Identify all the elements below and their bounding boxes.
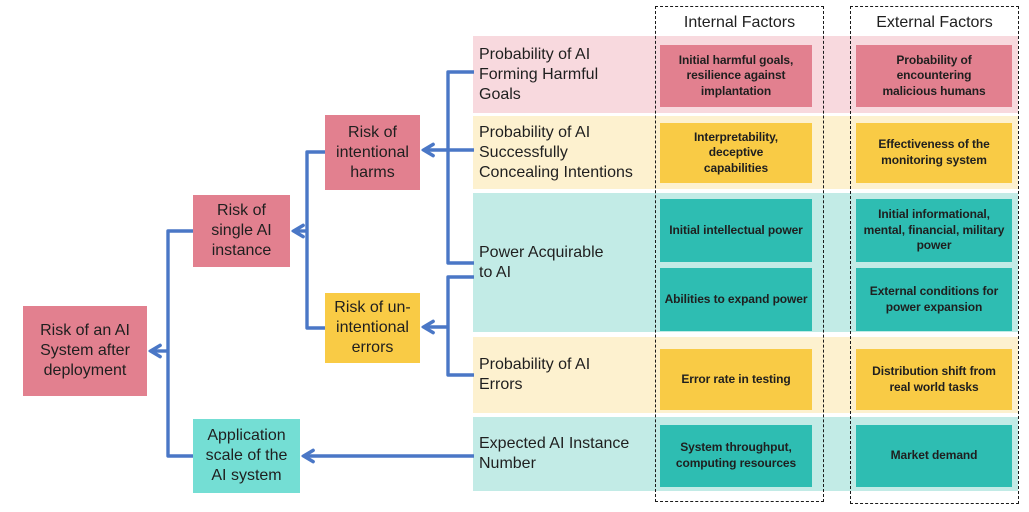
external-factor-text: External conditions for power expansion xyxy=(869,283,999,314)
external-factor-malicious-humans: Probability of encountering malicious hu… xyxy=(856,45,1012,107)
internal-factor-initial-intellectual-power: Initial intellectual power xyxy=(660,199,812,262)
row-label-ai-errors: Probability of AI Errors xyxy=(479,356,591,393)
external-factor-text: Initial informational, mental, financial… xyxy=(863,207,1005,253)
internal-factor-text: Error rate in testing xyxy=(681,371,791,386)
external-factor-power-expansion-conditions: External conditions for power expansion xyxy=(856,268,1012,331)
connector-bracket-unintentional-sources xyxy=(446,275,474,377)
single-instance-risk-label: Risk of single AI instance xyxy=(211,202,272,259)
external-factor-monitoring-system: Effectiveness of the monitoring system xyxy=(856,123,1012,183)
connector-bracket-single-instance-sources xyxy=(305,150,325,330)
internal-factor-interpretability: Interpretability, deceptive capabilities xyxy=(660,123,812,183)
row-label-instance-number: Expected AI Instance Number xyxy=(479,435,630,472)
external-factor-text: Effectiveness of the monitoring system xyxy=(878,137,990,167)
internal-factor-error-rate: Error rate in testing xyxy=(660,349,812,410)
internal-factor-text: System throughput, computing resources xyxy=(675,440,797,470)
internal-factor-text: Initial intellectual power xyxy=(669,222,803,237)
external-factor-text: Probability of encountering malicious hu… xyxy=(882,52,986,98)
external-factor-market-demand: Market demand xyxy=(856,425,1012,487)
internal-factor-system-throughput: System throughput, computing resources xyxy=(660,425,812,487)
unintentional-errors-label: Risk of un-intentional errors xyxy=(334,299,411,356)
internal-factor-initial-harmful-goals: Initial harmful goals, resilience agains… xyxy=(660,45,812,107)
external-factor-distribution-shift: Distribution shift from real world tasks xyxy=(856,349,1012,410)
unintentional-errors-node: Risk of un-intentional errors xyxy=(325,293,420,363)
internal-factors-header: Internal Factors xyxy=(683,14,796,31)
application-scale-node: Application scale of the AI system xyxy=(193,419,300,493)
row-label-power-acquirable: Power Acquirable to AI xyxy=(479,243,604,281)
intentional-harms-node: Risk of intentional harms xyxy=(325,115,420,190)
internal-factor-text: Initial harmful goals, resilience agains… xyxy=(678,52,794,98)
external-factor-text: Market demand xyxy=(890,448,978,463)
internal-factor-text: Interpretability, deceptive capabilities xyxy=(693,129,779,175)
connector-bracket-root-sources xyxy=(166,229,193,458)
row-label-concealing-intentions: Probability of AI Successfully Concealin… xyxy=(479,123,633,181)
connector-bracket-intentional-sources xyxy=(446,70,474,265)
application-scale-label: Application scale of the AI system xyxy=(205,427,288,484)
row-label-forming-harmful-goals: Probability of AI Forming Harmful Goals xyxy=(479,45,599,103)
external-factor-initial-powers: Initial informational, mental, financial… xyxy=(856,199,1012,262)
root-risk-label: Risk of an AI System after deployment xyxy=(40,322,130,379)
external-factors-header: External Factors xyxy=(876,14,993,31)
root-risk-node: Risk of an AI System after deployment xyxy=(23,306,147,396)
internal-factor-abilities-expand-power: Abilities to expand power xyxy=(660,268,812,331)
single-instance-risk-node: Risk of single AI instance xyxy=(193,195,290,267)
internal-factor-text: Abilities to expand power xyxy=(664,291,808,306)
intentional-harms-label: Risk of intentional harms xyxy=(336,123,409,181)
external-factor-text: Distribution shift from real world tasks xyxy=(872,363,996,394)
